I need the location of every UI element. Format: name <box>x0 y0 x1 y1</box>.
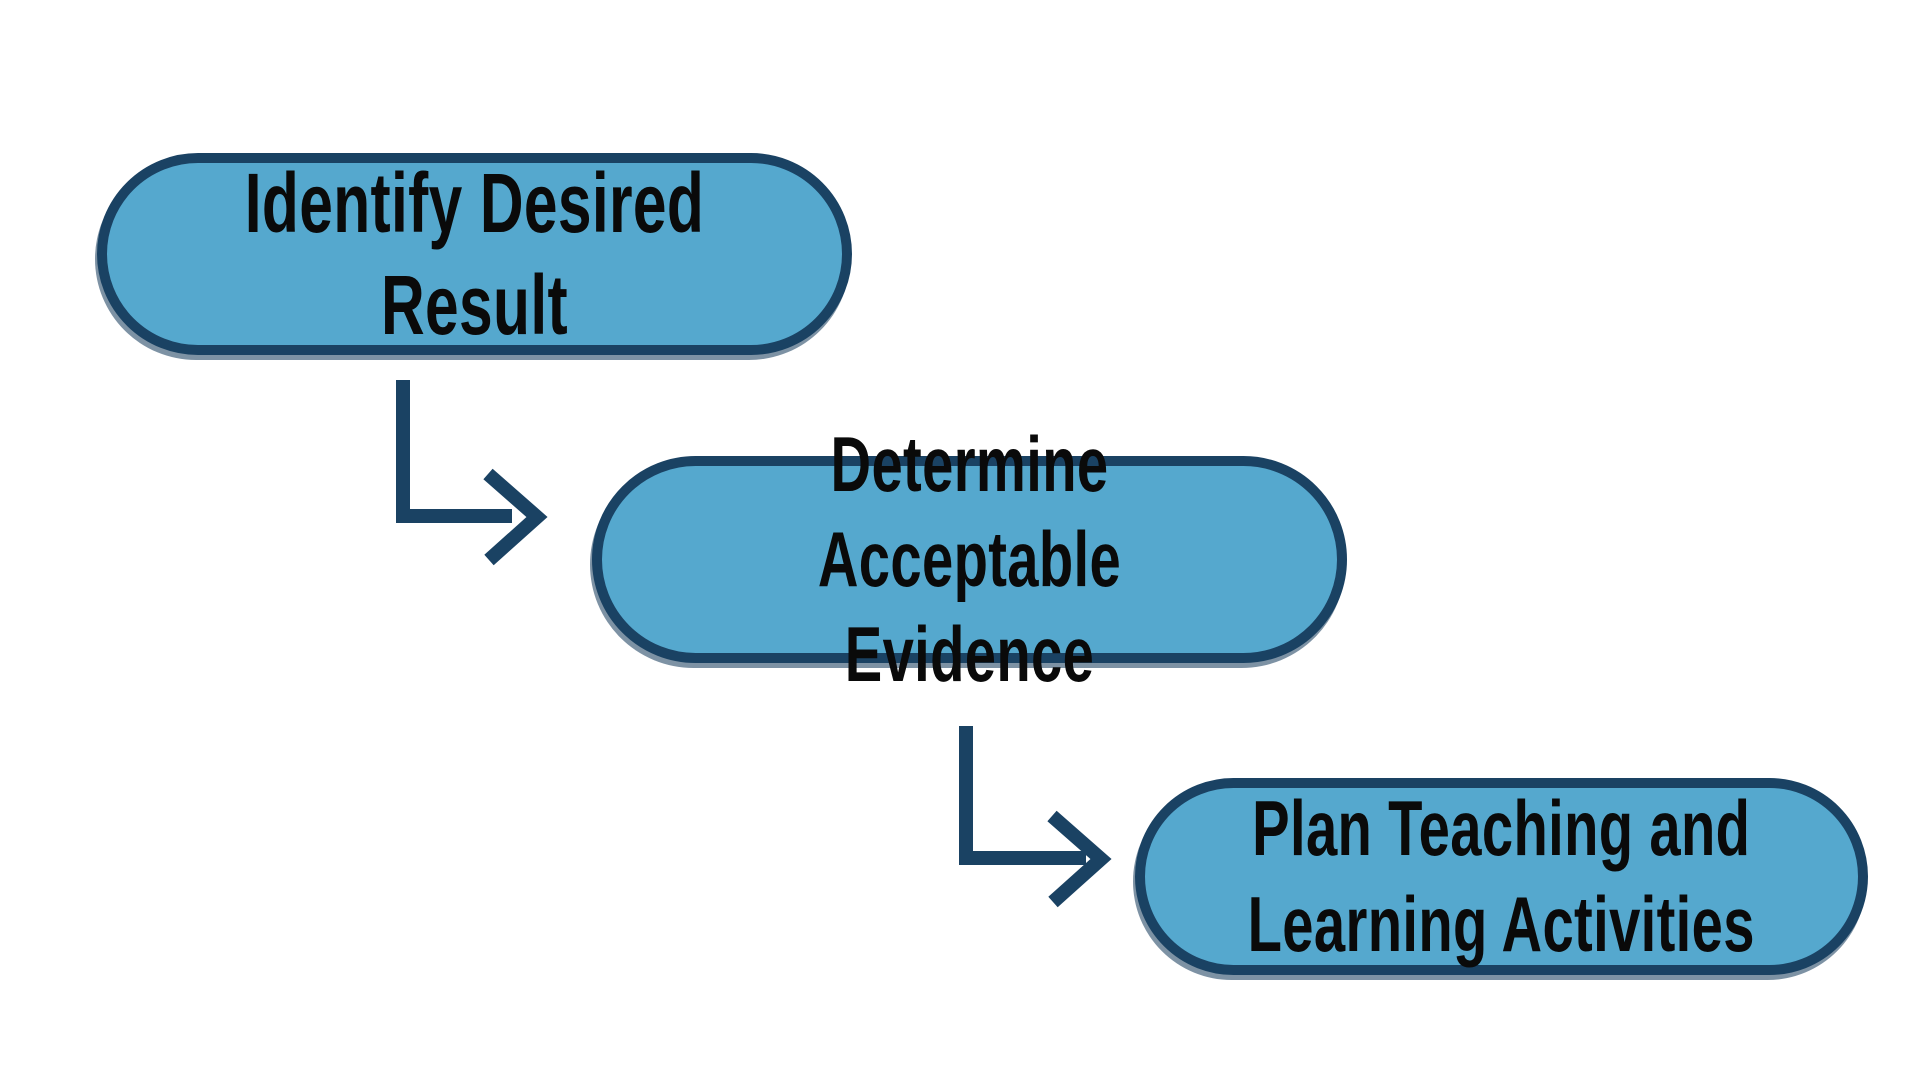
step-box-plan-teaching-learning-activities: Plan Teaching and Learning Activities <box>1135 778 1868 975</box>
chevron-right-arrowhead-icon <box>1047 810 1112 908</box>
connector-arrow-2 <box>959 726 1112 908</box>
elbow-line <box>959 726 1086 865</box>
step-box-identify-desired-result: Identify Desired Result <box>97 153 852 355</box>
chevron-right-arrowhead-icon <box>483 468 548 566</box>
step-label: Determine Acceptable Evidence <box>817 419 1122 699</box>
step-label: Plan Teaching and Learning Activities <box>1247 784 1756 968</box>
elbow-line <box>396 380 512 523</box>
step-box-determine-acceptable-evidence: Determine Acceptable Evidence <box>592 420 1347 698</box>
step-label: Identify Desired Result <box>244 155 705 352</box>
connector-arrow-1 <box>396 380 548 566</box>
